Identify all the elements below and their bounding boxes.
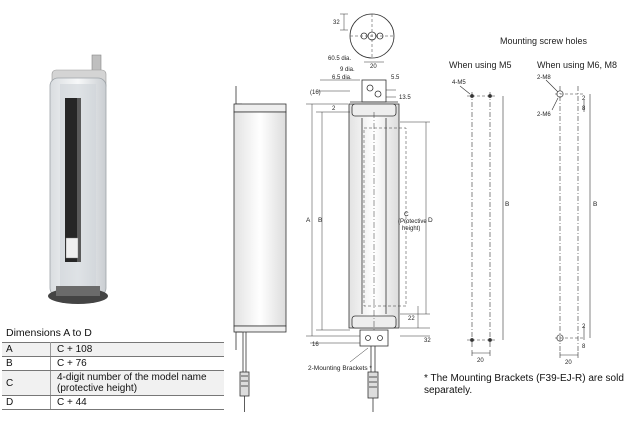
m8-hole-label: 2-M8 <box>537 75 551 81</box>
m6-caption: When using M6, M8 <box>537 60 617 70</box>
dim-32-bottom-label: 32 <box>424 338 431 344</box>
dim-5-5-label: 5.5 <box>391 75 400 81</box>
front-bottom-bracket <box>359 329 389 347</box>
screw-hole-m5-view <box>459 85 504 356</box>
label-a: A <box>306 217 311 224</box>
row-key: D <box>2 395 51 410</box>
side-top-cap <box>233 103 287 113</box>
dia-outer-label: 60.5 dia. <box>328 56 351 62</box>
side-bottom-cap <box>233 325 287 333</box>
m5-b-label: B <box>505 201 509 208</box>
dim-16-bottom-label: 16 <box>312 342 319 348</box>
dia-9-label: 9 dia. <box>340 67 355 73</box>
label-c-sub: (Protective <box>398 219 427 225</box>
bracket-note: * The Mounting Brackets (F39-EJ-R) are s… <box>424 373 624 396</box>
dimensions-title: Dimensions A to D <box>6 327 92 339</box>
side-housing <box>233 111 287 327</box>
table-row: B C + 76 <box>2 356 224 371</box>
m5-caption: When using M5 <box>449 60 512 70</box>
table-row: D C + 44 <box>2 395 224 410</box>
row-value: C + 44 <box>50 395 224 410</box>
led-strip <box>65 98 77 262</box>
table-row: A C + 108 <box>2 342 224 357</box>
dim-2-top-label: 2 <box>332 106 336 112</box>
top-width-label: 20 <box>370 64 377 70</box>
row-key: C <box>2 370 51 396</box>
label-c-sub2: height) <box>402 226 420 232</box>
table-row: C 4-digit number of the model name (prot… <box>2 370 224 396</box>
m5-width-label: 20 <box>477 358 484 364</box>
m6-dim-8-bottom: 8 <box>582 344 586 350</box>
row-key: A <box>2 342 51 357</box>
m6-b-label: B <box>593 201 597 208</box>
row-value: 4-digit number of the model name (protec… <box>50 370 224 396</box>
side-view <box>233 86 287 412</box>
drawing-labels: 32 20 60.5 dia. 9 dia. 6.5 dia. 5.5 13.5… <box>306 20 617 372</box>
label-c: C <box>404 211 409 218</box>
label-d: D <box>428 217 433 224</box>
m6-dim-2-top: 2 <box>582 96 586 102</box>
m5-hole-label: 4-M5 <box>452 80 466 86</box>
label-plate <box>65 237 79 259</box>
led-strip-edge <box>77 98 81 262</box>
protective-height-box <box>363 127 407 307</box>
screw-holes-title: Mounting screw holes <box>500 36 588 46</box>
row-key: B <box>2 356 51 371</box>
row-value: C + 76 <box>50 356 224 371</box>
front-connector <box>367 371 379 399</box>
dim-13-5-label: 13.5 <box>399 95 411 101</box>
product-photo <box>48 54 108 304</box>
top-dim-label: 32 <box>333 20 340 26</box>
m6-dim-8-top: 8 <box>582 106 586 112</box>
m6-width-label: 20 <box>565 360 572 366</box>
screw-hole-m6-view <box>545 79 591 358</box>
row-value: C + 108 <box>50 342 224 357</box>
front-view <box>306 13 430 412</box>
dimensions-table: A C + 108 B C + 76 C 4-digit number of t… <box>2 342 224 410</box>
dim-16-top-label: (16) <box>310 90 321 96</box>
m6-hole-label: 2-M6 <box>537 112 551 118</box>
m6-dim-2-bottom: 2 <box>582 324 586 330</box>
front-top-bracket <box>361 79 387 103</box>
dim-22-label: 22 <box>408 316 415 322</box>
label-b: B <box>318 217 322 224</box>
bottom-base <box>56 286 100 296</box>
brackets-label: 2-Mounting Brackets * <box>308 365 372 372</box>
dia-6-5-label: 6.5 dia. <box>332 75 352 81</box>
